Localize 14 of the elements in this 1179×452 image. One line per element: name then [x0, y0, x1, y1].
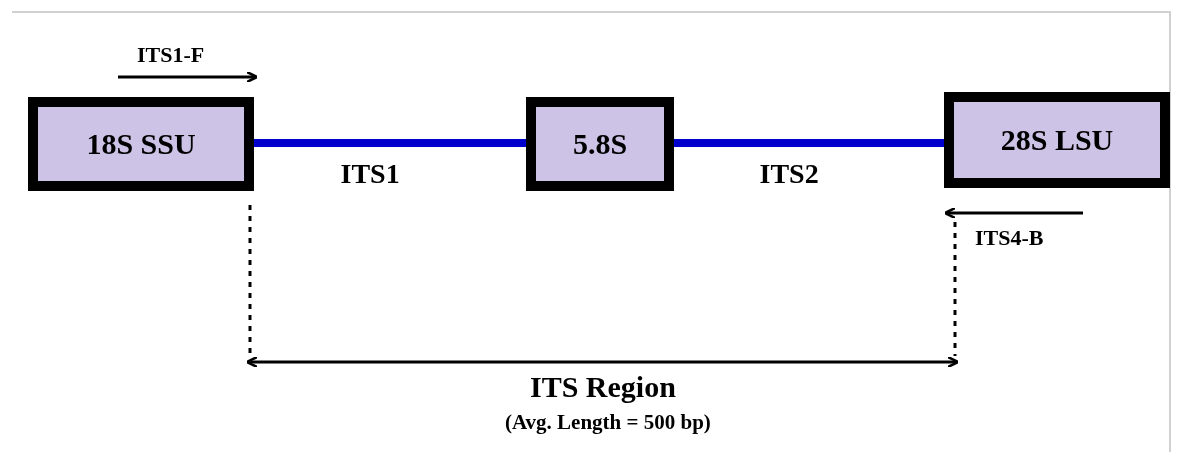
length-note: (Avg. Length = 500 bp) [505, 410, 711, 435]
region-label: ITS Region [530, 370, 676, 404]
connector-line [254, 139, 526, 147]
connector-line [674, 139, 944, 147]
gene-box [28, 97, 254, 191]
gene-name: 28S LSU [1000, 123, 1114, 157]
gene-box [526, 97, 674, 191]
gene-name: 18S SSU [86, 127, 196, 161]
edge-label: ITS2 [759, 158, 819, 190]
primer-label: ITS1-F [137, 42, 205, 68]
primer-label: ITS4-B [975, 225, 1044, 251]
edge-label: ITS1 [340, 158, 400, 190]
gene-name: 5.8S [572, 127, 628, 161]
gene-box [944, 92, 1170, 188]
